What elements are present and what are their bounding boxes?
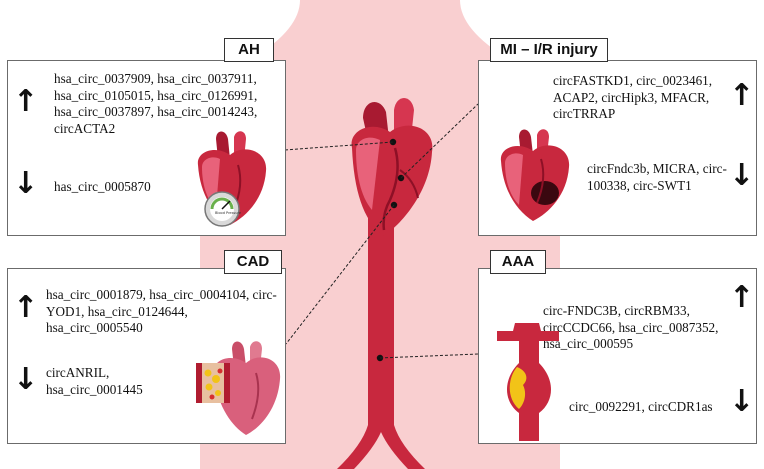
upregulated-arrow: ↑ [13, 290, 39, 325]
cad-downregulated-list: circANRIL, hsa_circ_0001445 [46, 365, 143, 397]
panel-cad-title: CAD [224, 250, 282, 274]
aneurysm-thrombus [509, 367, 527, 409]
aaa-aneurysm-illustration [497, 323, 559, 441]
mi-heart-illustration [500, 129, 570, 221]
downregulated-arrow: ↓ [729, 384, 755, 419]
panel-mi: circFASTKD1, circ_0023461, ACAP2, circHi… [478, 60, 757, 236]
ah-downregulated-list: has_circ_0005870 [54, 179, 151, 194]
panel-aaa-title: AAA [490, 250, 546, 274]
panel-ah-title: AH [224, 38, 274, 62]
upregulated-arrow: ↑ [13, 84, 39, 119]
panel-mi-title: MI – I/R injury [490, 38, 608, 62]
cad-heart-illustration [196, 341, 281, 435]
aorta [337, 205, 425, 469]
ah-heart-illustration [197, 131, 267, 227]
infarct-area [531, 181, 559, 205]
downregulated-arrow: ↓ [13, 166, 39, 201]
mi-downregulated-list: circFndc3b, MICRA, circ-100338, circ-SWT… [587, 161, 727, 193]
ah-upregulated-list: hsa_circ_0037909, hsa_circ_0037911, hsa_… [54, 71, 258, 136]
downregulated-arrow: ↓ [729, 158, 755, 193]
upregulated-arrow: ↑ [729, 280, 755, 315]
connector-lines [284, 103, 479, 359]
cad-upregulated-list: hsa_circ_0001879, hsa_circ_0004104, circ… [46, 287, 277, 335]
aaa-upregulated-list: circ-FNDC3B, circRBM33, circCCDC66, hsa_… [543, 303, 719, 351]
blood-pressure-gauge-label: Blood Pressure [215, 211, 241, 215]
mi-upregulated-list: circFASTKD1, circ_0023461, ACAP2, circHi… [553, 73, 713, 121]
panel-ah: ↑ hsa_circ_0037909, hsa_circ_0037911, hs… [7, 60, 286, 236]
panel-cad: ↑ hsa_circ_0001879, hsa_circ_0004104, ci… [7, 268, 286, 444]
aaa-downregulated-list: circ_0092291, circCDR1as [569, 399, 713, 414]
connector-dots [376, 138, 405, 362]
panel-aaa: circ-FNDC3B, circRBM33, circCCDC66, hsa_… [478, 268, 757, 444]
upregulated-arrow: ↑ [729, 78, 755, 113]
central-heart [351, 98, 433, 236]
downregulated-arrow: ↓ [13, 362, 39, 397]
